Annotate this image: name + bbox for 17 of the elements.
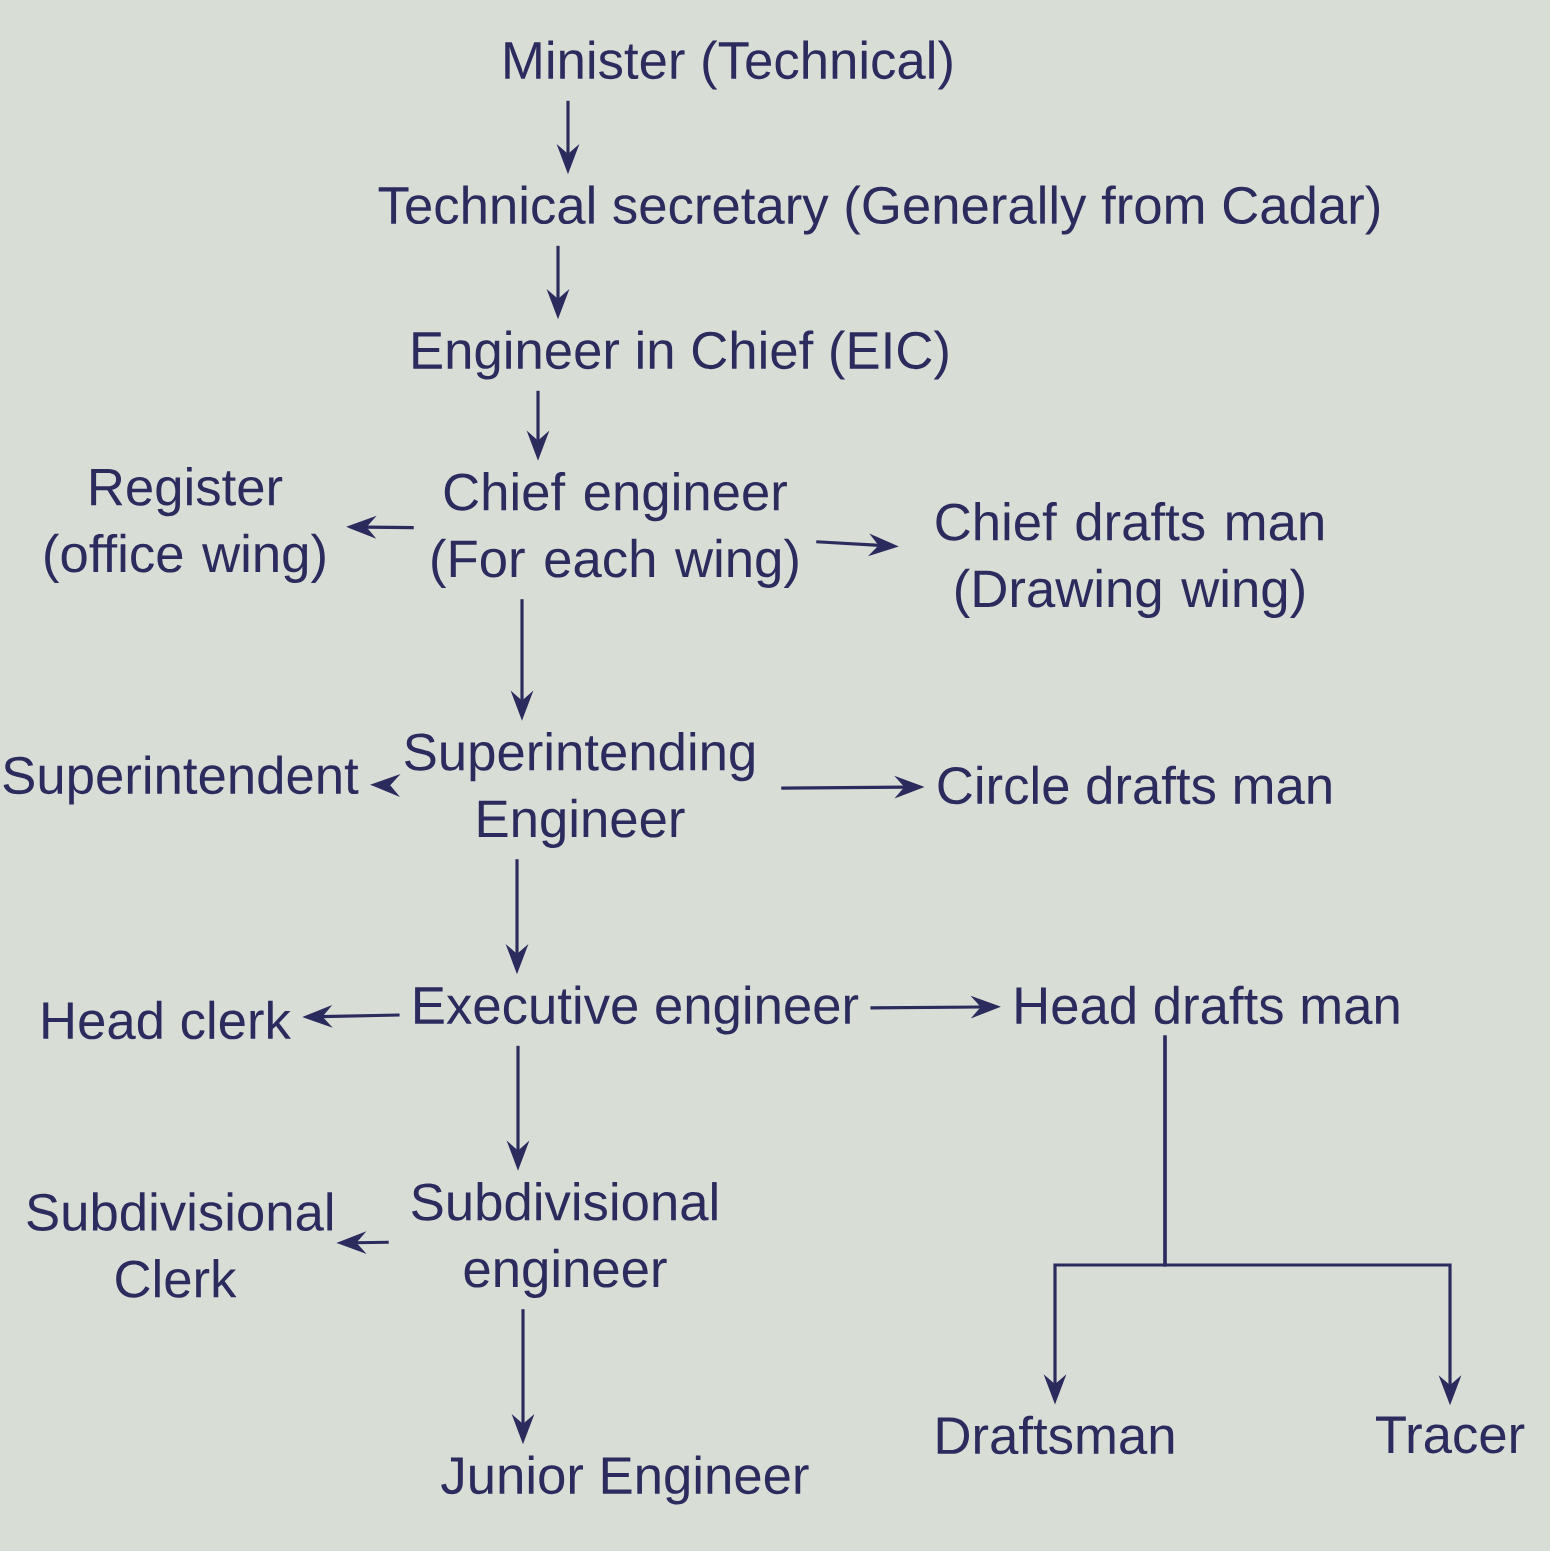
job-title: Subdivisional Clerk — [27, 1192, 332, 1298]
job-title: Minister (Technical) — [505, 40, 952, 90]
job-title: Executive engineer — [415, 985, 859, 1035]
job-title: Superintendent — [3, 755, 359, 805]
job-title: Circle drafts man — [938, 765, 1331, 805]
job-title: Chief engineer (For each wing) — [432, 472, 798, 588]
job-title: Draftsman — [937, 1415, 1174, 1455]
job-title: Tracer — [1376, 1416, 1525, 1454]
job-title: Junior Engineer — [441, 1455, 809, 1505]
job-title: Subdivisional engineer — [412, 1182, 717, 1298]
job-title: Superintending Engineer — [405, 732, 754, 848]
job-title: Engineer in Chief (EIC) — [413, 330, 948, 380]
job-title: Register (office wing) — [45, 467, 325, 583]
job-title: Chief drafts man (Drawing wing) — [936, 502, 1323, 618]
job-title: Head drafts man — [1016, 985, 1399, 1025]
job-title: Head clerk — [43, 1000, 291, 1040]
job-title: Technical secretary (Generally from Cadar) — [378, 185, 1380, 235]
